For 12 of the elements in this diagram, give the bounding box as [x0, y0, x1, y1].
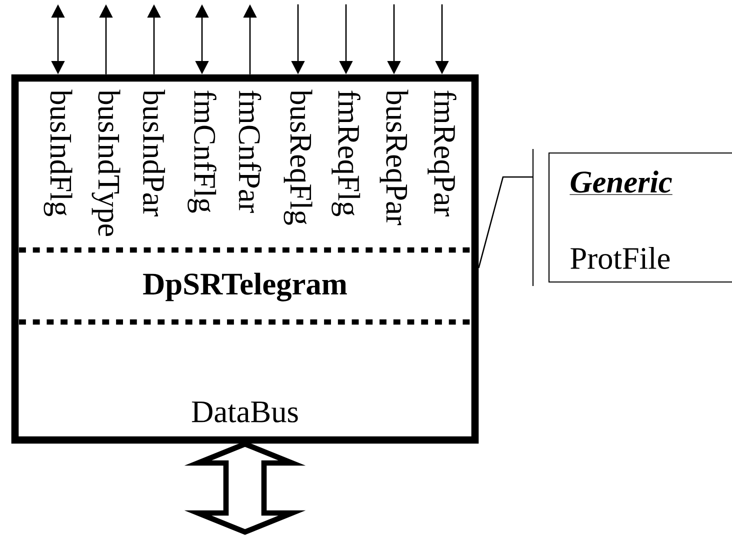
port-label: busIndPar	[142, 90, 165, 216]
bus-arrow	[184, 441, 306, 535]
port-label: fmCnfPar	[238, 90, 262, 213]
port-label: fmCnfFlg	[188, 90, 216, 213]
port-label: fmReqPar	[428, 90, 456, 216]
port-label: busReqPar	[380, 90, 408, 226]
port-label: busReqFlg	[284, 90, 312, 225]
port-label: busIndFlg	[44, 90, 72, 216]
note-box: Generic ProtFile	[532, 149, 732, 286]
port-label: fmReqFlg	[332, 90, 360, 216]
port-label: busIndType	[92, 90, 120, 236]
leader-line	[478, 176, 532, 268]
